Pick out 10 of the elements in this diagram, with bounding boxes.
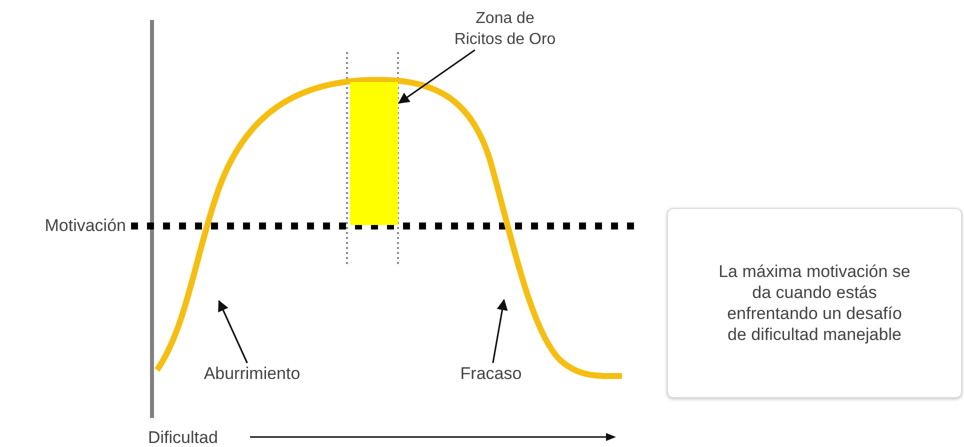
leader-arrow — [218, 300, 248, 364]
callout-label: Aburrimiento — [201, 363, 303, 384]
leader-arrow — [492, 298, 508, 364]
leader-arrow — [398, 49, 476, 104]
highlight-zone — [350, 82, 398, 225]
callout-label: Fracaso — [459, 363, 523, 384]
speech-bubble: La máxima motivación se da cuando estás enfrentando un desafío de dificultad manejable — [667, 208, 962, 398]
axis-label: Motivación — [44, 215, 126, 236]
axis-label: Dificultad — [148, 427, 219, 447]
callout-label: Zona de Ricitos de Oro — [451, 8, 559, 50]
